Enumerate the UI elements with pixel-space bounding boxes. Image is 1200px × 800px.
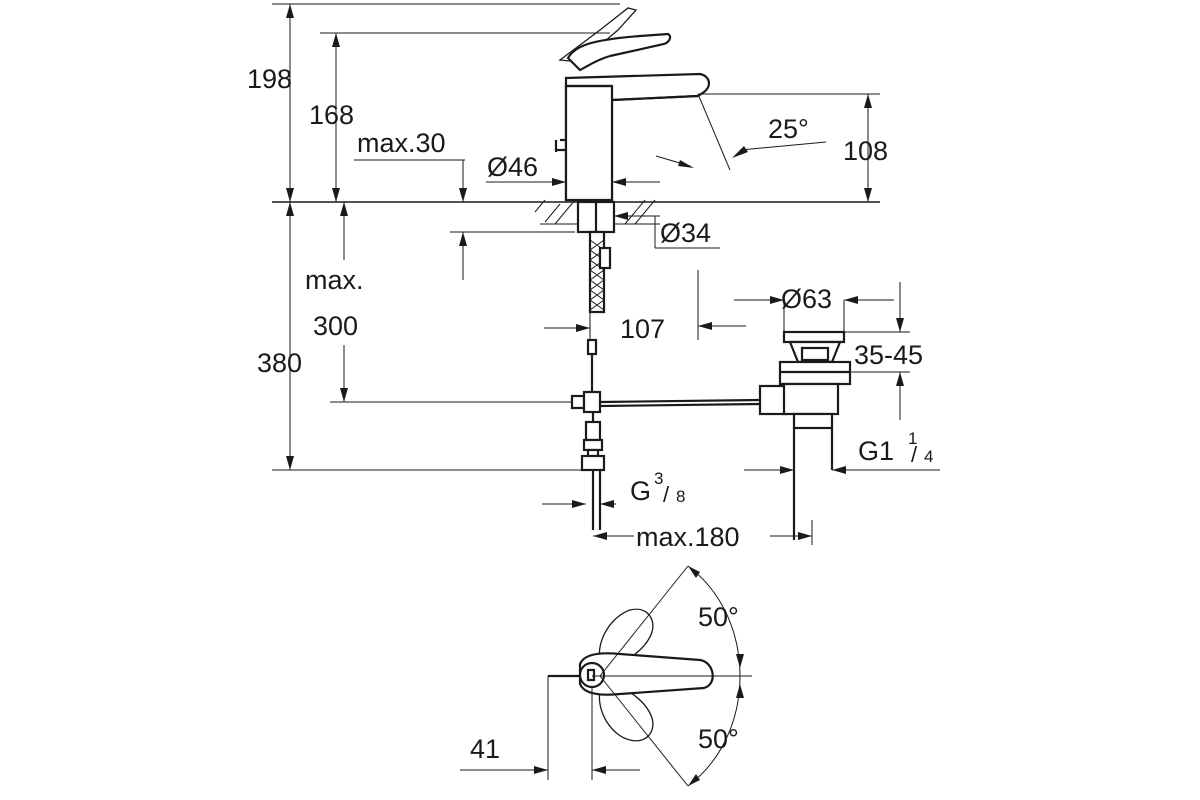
supply-hose xyxy=(542,230,761,530)
dim-g38-slash: / xyxy=(663,482,670,507)
dim-108: 108 xyxy=(843,136,888,166)
dim-g38-main: G xyxy=(630,476,651,506)
dim-max180: max.180 xyxy=(636,522,740,552)
deck-section xyxy=(534,199,720,249)
dim-168: 168 xyxy=(309,100,354,130)
faucet-body xyxy=(554,7,880,202)
dim-380: 380 xyxy=(257,348,302,378)
dim-dia34: Ø34 xyxy=(660,218,711,248)
dim-107: 107 xyxy=(620,314,665,344)
dim-dia63: Ø63 xyxy=(781,284,832,314)
dim-angle25: 25° xyxy=(768,114,809,144)
top-view xyxy=(460,565,752,787)
dim-41: 41 xyxy=(470,734,500,764)
dim-g38-num: 3 xyxy=(654,469,663,488)
dim-angle50-bottom: 50° xyxy=(698,724,739,754)
dim-g1-slash: / xyxy=(911,442,918,467)
dim-max: max. xyxy=(305,265,364,295)
dim-max30: max.30 xyxy=(357,128,446,158)
dim-300: 300 xyxy=(313,311,358,341)
left-dimension-lines xyxy=(272,3,880,471)
dim-g38-den: 8 xyxy=(676,487,685,506)
dim-198: 198 xyxy=(247,64,292,94)
dim-angle50-top: 50° xyxy=(698,602,739,632)
dim-35-45: 35-45 xyxy=(854,340,923,370)
dimension-labels: 198 168 max.30 Ø46 25° 108 Ø34 max. 300 … xyxy=(247,64,933,764)
spout-dimension-lines xyxy=(486,94,872,202)
dim-g1-num: 1 xyxy=(908,429,917,448)
dim-dia46: Ø46 xyxy=(487,152,538,182)
popup-waste xyxy=(593,282,940,545)
dim-g1-den: 4 xyxy=(924,447,933,466)
dim-g1-main: G1 xyxy=(858,436,894,466)
